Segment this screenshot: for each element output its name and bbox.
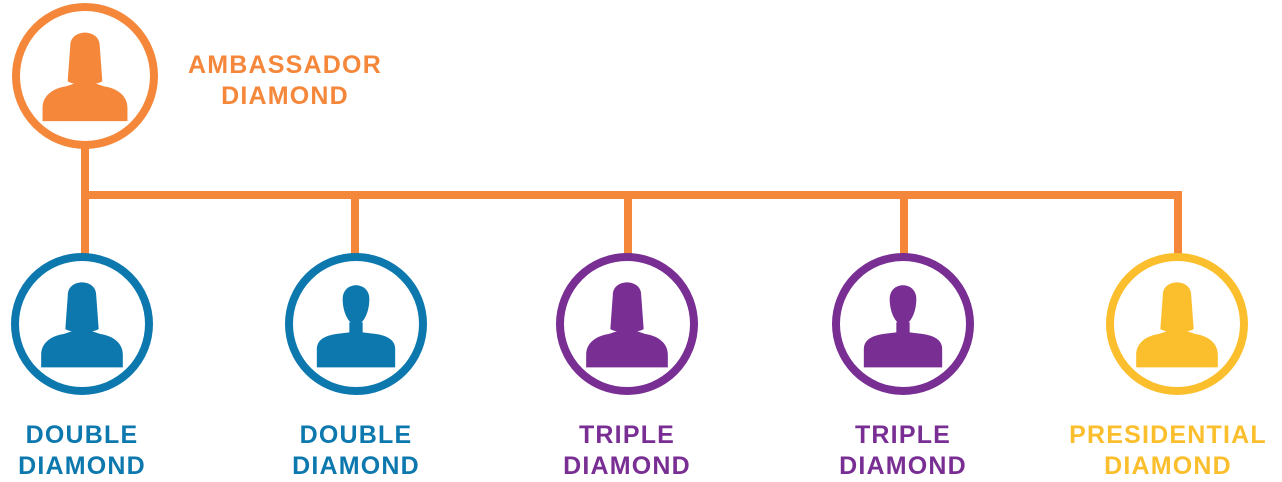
child-node bbox=[11, 253, 153, 395]
root-rank-line-1: AMBASSADOR bbox=[188, 51, 382, 79]
child-rank-line-2: DIAMOND bbox=[563, 452, 691, 480]
child-rank-line-2: DIAMOND bbox=[18, 452, 146, 480]
child-rank-line-1: TRIPLE bbox=[854, 421, 952, 449]
child-node bbox=[832, 253, 974, 395]
child-rank-line-2: DIAMOND bbox=[1104, 452, 1232, 480]
child-rank-line-1: TRIPLE bbox=[578, 421, 676, 449]
child-node bbox=[1106, 253, 1248, 395]
child-node bbox=[285, 253, 427, 395]
child-rank-label: TRIPLE DIAMOND bbox=[803, 420, 1003, 482]
child-rank-line-1: DOUBLE bbox=[25, 421, 139, 449]
child-rank-line-2: DIAMOND bbox=[292, 452, 420, 480]
child-rank-label: TRIPLE DIAMOND bbox=[527, 420, 727, 482]
root-node bbox=[12, 3, 158, 149]
child-rank-line-1: PRESIDENTIAL bbox=[1069, 421, 1267, 449]
root-rank-label: AMBASSADOR DIAMOND bbox=[170, 50, 400, 112]
child-rank-label: PRESIDENTIAL DIAMOND bbox=[1058, 420, 1278, 482]
child-rank-label: DOUBLE DIAMOND bbox=[0, 420, 182, 482]
child-node bbox=[556, 253, 698, 395]
child-rank-line-2: DIAMOND bbox=[839, 452, 967, 480]
root-rank-line-2: DIAMOND bbox=[221, 82, 349, 110]
child-rank-label: DOUBLE DIAMOND bbox=[256, 420, 456, 482]
child-rank-line-1: DOUBLE bbox=[299, 421, 413, 449]
